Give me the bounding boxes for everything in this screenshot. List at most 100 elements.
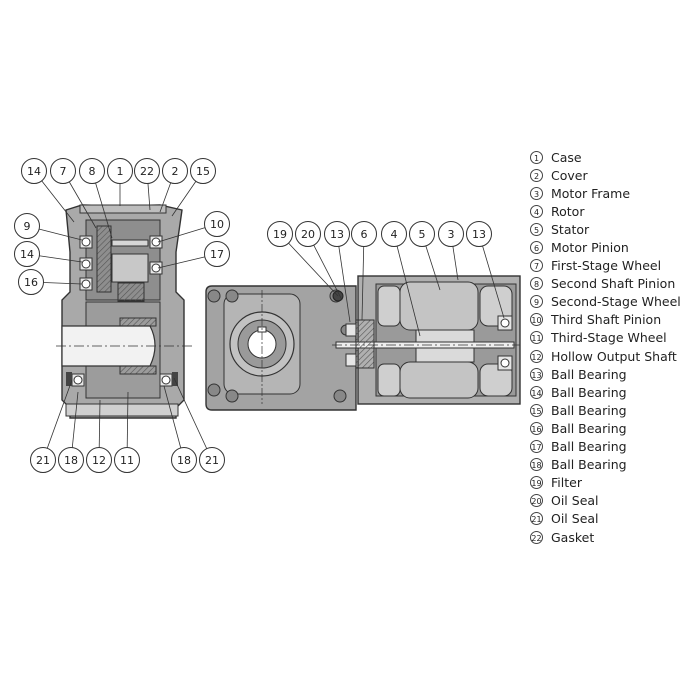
callout-circle	[204, 211, 230, 237]
legend-label: Second Shaft Pinion	[551, 276, 676, 292]
legend-label: Motor Frame	[551, 185, 631, 201]
callout-circle	[21, 158, 47, 184]
legend-label: Ball Bearing	[551, 402, 627, 418]
legend-label: Filter	[551, 475, 582, 491]
callout-number: 9	[24, 220, 31, 233]
callout-number: 21	[205, 454, 219, 467]
legend-label: Second-Stage Wheel	[551, 294, 681, 310]
callout-number: 5	[419, 228, 426, 241]
legend-number: 2	[530, 168, 543, 182]
legend-label: Motor Pinion	[551, 240, 629, 256]
callout-number: 22	[140, 165, 154, 178]
second-shaft-shape	[111, 239, 149, 247]
callout-circle	[409, 221, 435, 247]
gear-teeth	[117, 282, 145, 302]
bolt-icon	[207, 383, 221, 397]
legend-label: Ball Bearing	[551, 457, 627, 473]
callout-leader-line	[279, 233, 339, 297]
callout-number: 15	[196, 165, 210, 178]
legend-number: 21	[530, 512, 543, 526]
callout-leader-line	[173, 377, 213, 461]
output-hub	[119, 365, 157, 375]
legend-label: Case	[551, 149, 582, 165]
stator-lower	[399, 361, 479, 399]
callout-leader-line	[361, 233, 365, 321]
legend-label: First-Stage Wheel	[551, 258, 662, 274]
legend-number: 8	[530, 277, 543, 291]
bolt-icon	[207, 289, 221, 303]
first-stage-wheel-shape	[96, 225, 112, 293]
callout-circle	[438, 221, 464, 247]
oil-seal-21-left	[66, 372, 72, 386]
bearing-13-left	[345, 323, 357, 337]
legend-item: 1 Case	[530, 148, 698, 166]
callout-circle	[50, 158, 76, 184]
callout-circle	[171, 447, 197, 473]
bearing-ball	[81, 279, 91, 289]
legend-label: Ball Bearing	[551, 420, 627, 436]
bearing-ball	[81, 259, 91, 269]
gearbox-side-section	[56, 204, 192, 419]
legend-label: Oil Seal	[551, 493, 599, 509]
callout-number: 7	[60, 165, 67, 178]
legend-number: 14	[530, 385, 543, 399]
callout-circle	[14, 241, 40, 267]
legend-number: 22	[530, 530, 543, 544]
output-hub	[119, 317, 157, 327]
legend-number: 20	[530, 494, 543, 508]
callout-circle	[267, 221, 293, 247]
bolt-icon	[225, 289, 239, 303]
legend-number: 1	[530, 150, 543, 164]
legend-number: 3	[530, 186, 543, 200]
callout-leader-line	[42, 379, 73, 461]
base-plate	[65, 403, 179, 417]
end-winding	[377, 363, 401, 397]
callout-circle	[30, 447, 56, 473]
legend-label: Gasket	[551, 529, 595, 545]
callout-number: 1	[117, 165, 124, 178]
callout-leader-line	[336, 233, 351, 323]
legend-number: 5	[530, 222, 543, 236]
callout-number: 4	[391, 228, 398, 241]
callout-circle	[79, 158, 105, 184]
legend-number: 16	[530, 421, 543, 435]
legend-item: 8 Second Shaft Pinion	[530, 275, 698, 293]
callout-number: 16	[24, 276, 38, 289]
legend-label: Ball Bearing	[551, 366, 627, 382]
callout-leader-line	[478, 233, 505, 319]
callout-number: 10	[210, 218, 224, 231]
callout-circle	[466, 221, 492, 247]
callout-circle	[351, 221, 377, 247]
bearing-13-left	[345, 353, 357, 367]
motor-front-section	[205, 275, 521, 411]
legend-label: Rotor	[551, 203, 585, 219]
legend-label: Oil Seal	[551, 511, 599, 527]
bearing-ball	[500, 358, 510, 368]
callout-circle	[324, 221, 350, 247]
bearing-ball	[73, 375, 83, 385]
callout-circle	[107, 158, 133, 184]
callout-circle	[199, 447, 225, 473]
callout-circle	[86, 447, 112, 473]
bearing-ball	[81, 237, 91, 247]
bolt-icon	[225, 389, 239, 403]
legend-number: 10	[530, 313, 543, 327]
callout-number: 13	[472, 228, 486, 241]
callout-number: 19	[273, 228, 287, 241]
